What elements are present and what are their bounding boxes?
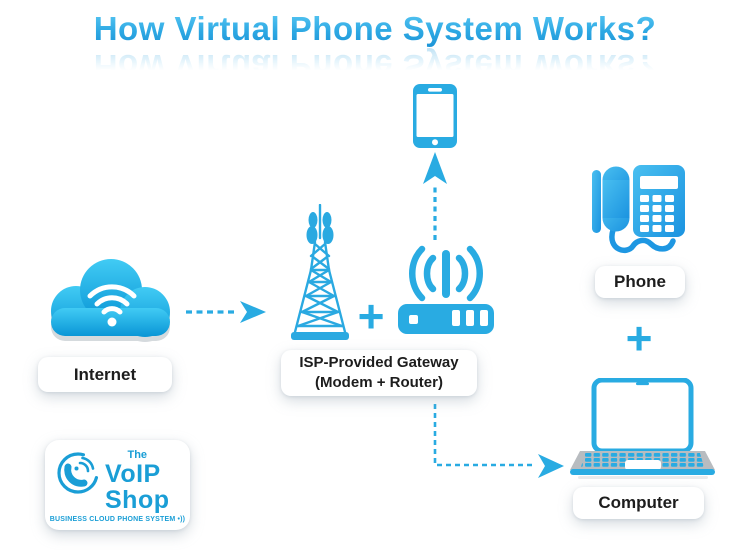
cell-tower-icon bbox=[291, 204, 349, 340]
smartphone-icon bbox=[413, 84, 457, 148]
logo-the: The bbox=[127, 449, 148, 461]
voip-handset-icon bbox=[57, 452, 99, 494]
arrow-gateway-to-computer bbox=[433, 404, 536, 467]
computer-label: Computer bbox=[573, 487, 704, 519]
logo-row: The VoIP Shop bbox=[45, 440, 190, 513]
gateway-label-line1: ISP-Provided Gateway bbox=[299, 354, 459, 372]
voip-shop-logo: The VoIP Shop BUSINESS CLOUD PHONE SYSTE… bbox=[45, 440, 190, 530]
gateway-label: ISP-Provided Gateway (Modem + Router) bbox=[281, 350, 477, 396]
phone-label: Phone bbox=[595, 266, 685, 298]
arrowhead-up bbox=[423, 152, 447, 184]
page-title: How Virtual Phone System Works? bbox=[0, 10, 750, 48]
desk-phone-icon bbox=[592, 165, 685, 253]
internet-label: Internet bbox=[38, 357, 172, 392]
wifi-router-icon bbox=[398, 245, 494, 334]
laptop-icon bbox=[570, 378, 715, 479]
logo-shop: Shop bbox=[105, 486, 170, 514]
logo-tagline: BUSINESS CLOUD PHONE SYSTEM •)) bbox=[49, 516, 186, 523]
logo-text: The VoIP Shop bbox=[105, 450, 170, 513]
plus-devices: + bbox=[625, 312, 653, 364]
arrowhead-right-2 bbox=[538, 454, 564, 478]
cloud-icon bbox=[51, 259, 170, 342]
gateway-label-line2: (Modem + Router) bbox=[315, 374, 443, 391]
wifi-icon bbox=[87, 284, 137, 315]
page-title-reflection: How Virtual Phone System Works? bbox=[0, 47, 750, 85]
plus-gateway: + bbox=[357, 290, 385, 342]
arrowhead-right-1 bbox=[240, 301, 266, 323]
logo-voip: VoIP bbox=[105, 460, 161, 488]
